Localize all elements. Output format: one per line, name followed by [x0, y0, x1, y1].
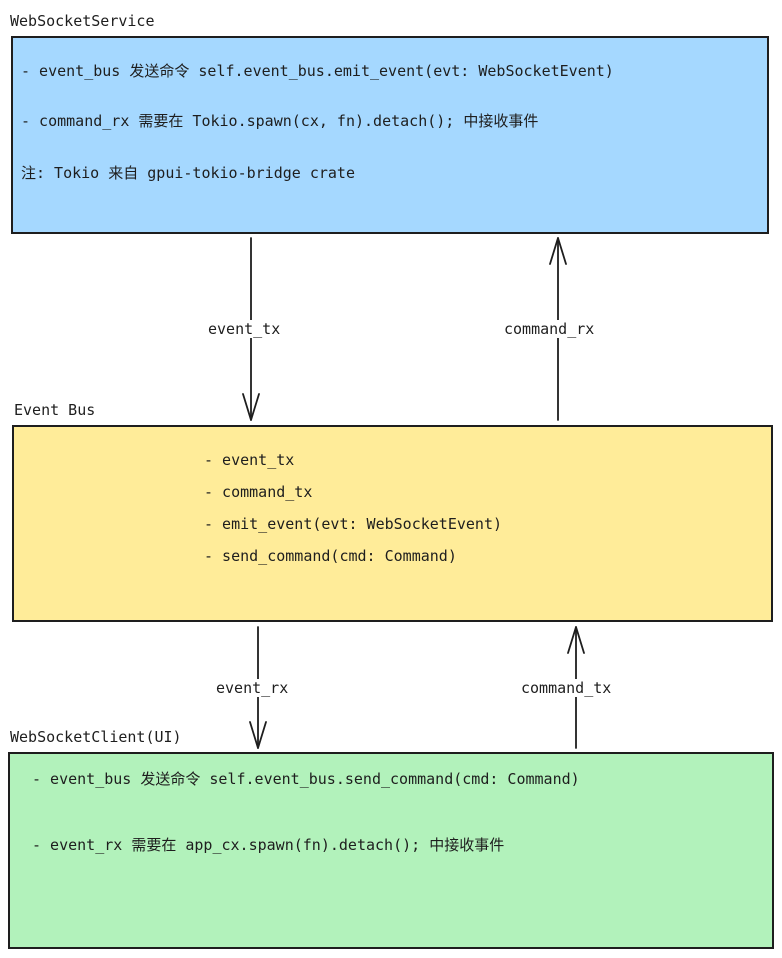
bus-title: Event Bus [14, 401, 96, 419]
arrowhead-event-rx [249, 721, 267, 749]
connector-label-command-rx: command_rx [502, 320, 597, 338]
connector-label-command-tx: command_tx [519, 679, 614, 697]
bus-box: - event_tx - command_tx - emit_event(evt… [12, 425, 773, 622]
bus-line: - emit_event(evt: WebSocketEvent) [204, 515, 503, 533]
arrowhead-command-rx [549, 237, 567, 265]
client-line: - event_rx 需要在 app_cx.spawn(fn).detach()… [32, 836, 505, 854]
arrowhead-event-tx [242, 393, 260, 421]
bus-line: - command_tx [204, 483, 313, 501]
service-line: 注: Tokio 来自 gpui-tokio-bridge crate [21, 164, 355, 182]
connector-label-event-tx: event_tx [206, 320, 283, 338]
service-line: - command_rx 需要在 Tokio.spawn(cx, fn).det… [21, 112, 539, 130]
service-line: - event_bus 发送命令 self.event_bus.emit_eve… [21, 62, 614, 80]
bus-line: - event_tx [204, 451, 295, 469]
service-box: - event_bus 发送命令 self.event_bus.emit_eve… [11, 36, 769, 234]
connector-label-event-rx: event_rx [214, 679, 291, 697]
arrowhead-command-tx [567, 626, 585, 654]
service-title: WebSocketService [10, 12, 155, 30]
bus-line: - send_command(cmd: Command) [204, 547, 457, 565]
client-line: - event_bus 发送命令 self.event_bus.send_com… [32, 770, 580, 788]
client-box: - event_bus 发送命令 self.event_bus.send_com… [8, 752, 774, 949]
client-title: WebSocketClient(UI) [10, 728, 182, 746]
